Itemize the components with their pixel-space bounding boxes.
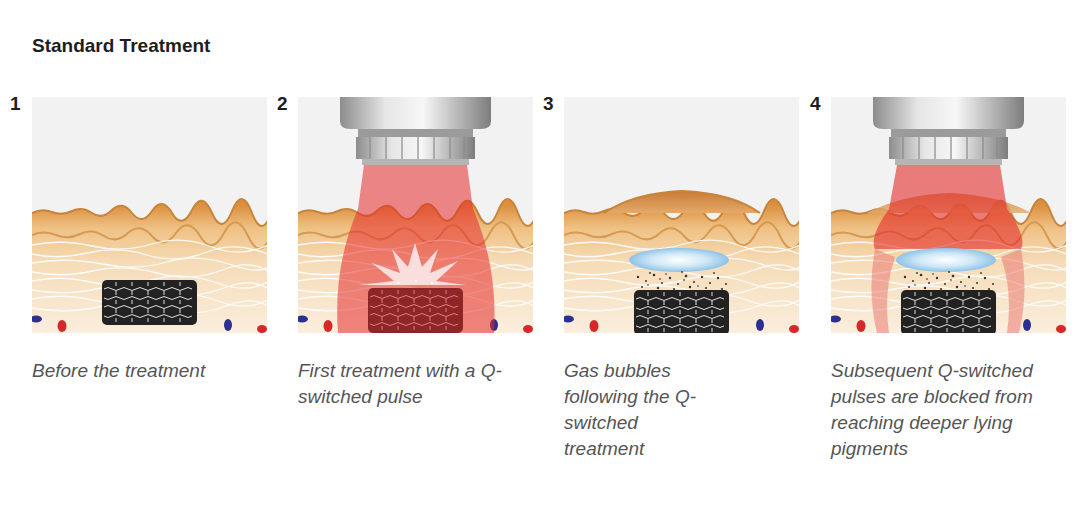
step-caption: Before the treatment: [32, 358, 268, 384]
step-number: 2: [277, 93, 288, 115]
step-number: 3: [543, 93, 554, 115]
diagram-title: Standard Treatment: [32, 34, 210, 58]
step-caption: First treatment with a Q-switched pulse: [298, 358, 538, 410]
laser-panel: [298, 97, 533, 333]
step-caption: Subsequent Q-switched pulses are blocked…: [831, 358, 1087, 462]
skin-panel: [32, 97, 267, 333]
step-caption: Gas bubbles following the Q-switched tre…: [564, 358, 716, 462]
blocked-panel: [831, 97, 1066, 333]
step-number: 4: [810, 93, 821, 115]
step-number: 1: [10, 93, 21, 115]
bubble-panel: [564, 97, 799, 333]
